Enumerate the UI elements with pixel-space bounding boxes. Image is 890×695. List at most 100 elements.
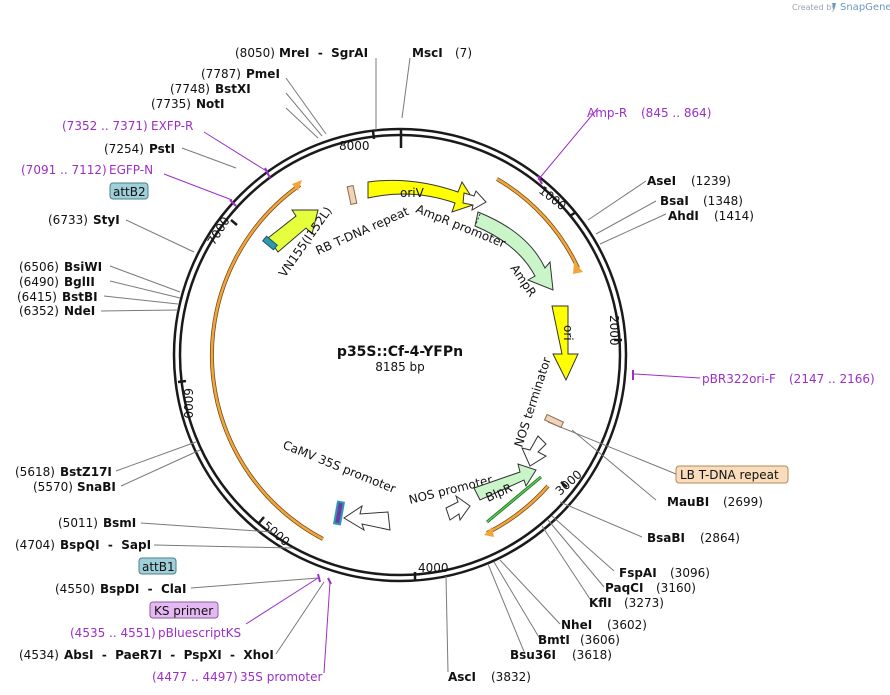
site-name-bstz17i[interactable]: BstZ17I	[60, 465, 112, 479]
site-num-bsmi: (5011)	[58, 516, 98, 530]
site-num-absi: (4534)	[19, 648, 59, 662]
primer-35s-promoter-name[interactable]: 35S promoter	[240, 670, 322, 684]
site-name-bsabi[interactable]: BsaBI	[647, 531, 685, 545]
site-leader-lines	[100, 57, 667, 673]
site-name-bspdi-clai[interactable]: BspDI - ClaI	[100, 582, 186, 596]
feature-ori-label: ori	[561, 325, 575, 341]
site-num-ndei: (6352)	[19, 304, 59, 318]
feature-ori[interactable]	[551, 305, 579, 382]
primer-egfp-n-range: (7091 .. 7112)	[21, 163, 107, 177]
site-name-bstxi[interactable]: BstXI	[215, 82, 251, 96]
site-name-asei[interactable]: AseI	[647, 174, 676, 188]
feature-blpr[interactable]	[473, 463, 537, 501]
label-lb-tdna-repeat: LB T-DNA repeat	[680, 468, 779, 482]
site-name-asci[interactable]: AscI	[448, 670, 476, 684]
site-name-bsmi[interactable]: BsmI	[103, 516, 136, 530]
feature-ampr-promoter[interactable]	[462, 190, 487, 211]
band-bottom-right-arrow-icon	[484, 527, 494, 537]
tick-marks	[177, 129, 622, 580]
feature-nos-terminator[interactable]	[521, 435, 548, 467]
site-name-bspqi-sapi[interactable]: BspQI - SapI	[60, 538, 151, 552]
tick-label-8000: 8000	[339, 139, 370, 153]
site-num-bsai: (1348)	[703, 194, 743, 208]
site-name-ahdi[interactable]: AhdI	[668, 209, 699, 223]
primer-pbr322ori-f-name[interactable]: pBR322ori-F	[702, 372, 776, 386]
plasmid-size: 8185 bp	[375, 360, 425, 374]
site-name-bglii[interactable]: BglII	[64, 275, 95, 289]
site-name-maubi[interactable]: MauBI	[667, 495, 709, 509]
primer-pbr322ori-f-range: (2147 .. 2166)	[789, 372, 875, 386]
site-name-bsai[interactable]: BsaI	[660, 194, 689, 208]
label-attb1-box[interactable]	[138, 557, 177, 575]
credit-brand: SnapGene	[840, 2, 890, 13]
feature-lb-tdna-marker	[543, 413, 565, 429]
feature-vn155[interactable]	[267, 209, 319, 253]
primer-exfp-r-name[interactable]: EXFP-R	[151, 119, 193, 133]
site-num-snabi: (5570)	[33, 480, 73, 494]
tick-label-7000: 7000	[205, 214, 233, 247]
site-num-bmti: (3606)	[580, 633, 620, 647]
site-num-asei: (1239)	[691, 174, 731, 188]
plasmid-name: p35S::Cf-4-YFPn	[337, 344, 463, 360]
label-attb2: attB2	[113, 185, 146, 199]
site-num-ahdi: (1414)	[714, 209, 754, 223]
feature-oriv[interactable]	[367, 179, 477, 213]
site-num-mrei: (8050)	[235, 46, 275, 60]
feature-camv-35s-promoter-label: CaMV 35S promoter	[281, 438, 398, 496]
tick-label-2000: 2000	[607, 315, 621, 346]
site-name-msci[interactable]: MscI	[412, 46, 443, 60]
label-ks-primer-box[interactable]	[149, 601, 219, 619]
site-num-pmei: (7787)	[201, 67, 241, 81]
site-name-pmei[interactable]: PmeI	[246, 67, 280, 81]
primer-pbluescriptks-range: (4535 .. 4551)	[70, 626, 156, 640]
site-name-fspai[interactable]: FspAI	[619, 566, 657, 580]
feature-rb-tdna-repeat[interactable]	[346, 184, 358, 206]
site-num-noti: (7735)	[151, 97, 191, 111]
label-attb1: attB1	[142, 560, 175, 574]
site-name-nhei[interactable]: NheI	[561, 618, 592, 632]
feature-nos-promoter[interactable]	[445, 494, 471, 522]
feature-attb1-marker	[332, 500, 346, 526]
site-num-maubi: (2699)	[723, 495, 763, 509]
site-name-snabi[interactable]: SnaBI	[77, 480, 116, 494]
site-name-noti[interactable]: NotI	[196, 97, 225, 111]
site-name-paqci[interactable]: PaqCI	[605, 581, 643, 595]
site-num-msci: (7)	[455, 46, 472, 60]
site-name-kfli[interactable]: KflI	[589, 596, 612, 610]
site-name-bstbi[interactable]: BstBI	[62, 290, 98, 304]
site-num-bsabi: (2864)	[700, 531, 740, 545]
site-name-ndei[interactable]: NdeI	[64, 304, 95, 318]
tick-label-6000: 6000	[181, 388, 195, 419]
feature-ampr[interactable]	[474, 211, 554, 291]
site-num-bsu36i: (3618)	[572, 648, 612, 662]
label-attb2-box[interactable]	[109, 182, 149, 200]
feature-attb2-marker	[262, 235, 278, 251]
site-name-bsiwi[interactable]: BsiWI	[64, 260, 102, 274]
site-name-absi-xhoi[interactable]: AbsI - PaeR7I - PspXI - XhoI	[64, 648, 274, 662]
tick-label-4000: 4000	[418, 561, 449, 575]
site-num-bstbi: (6415)	[17, 290, 57, 304]
site-num-bstz17i: (5618)	[15, 465, 55, 479]
primer-egfp-n-name[interactable]: EGFP-N	[109, 163, 153, 177]
site-num-styi: (6733)	[48, 213, 88, 227]
site-num-paqci: (3160)	[656, 581, 696, 595]
site-num-nhei: (3602)	[607, 618, 647, 632]
site-name-bmti[interactable]: BmtI	[538, 633, 570, 647]
primer-amp-r-range: (845 .. 864)	[641, 106, 711, 120]
primer-pbluescriptks-name[interactable]: pBluescriptKS	[158, 626, 241, 640]
primer-amp-r-name[interactable]: Amp-R	[587, 106, 627, 120]
site-name-bsu36i[interactable]: Bsu36I	[510, 648, 556, 662]
snapgene-logo-icon	[832, 3, 836, 10]
site-name-mrei-sgrai[interactable]: MreI - SgrAI	[279, 46, 368, 60]
site-name-styi[interactable]: StyI	[93, 213, 120, 227]
site-num-bstxi: (7748)	[170, 82, 210, 96]
site-num-bglii: (6490)	[19, 275, 59, 289]
site-num-psti: (7254)	[104, 142, 144, 156]
primer-leader-lines	[163, 107, 701, 674]
site-num-asci: (3832)	[491, 670, 531, 684]
label-lb-tdna-repeat-box[interactable]	[675, 465, 789, 484]
primer-markers	[229, 167, 634, 585]
feature-camv-35s-promoter[interactable]	[343, 504, 391, 532]
site-name-psti[interactable]: PstI	[149, 142, 175, 156]
